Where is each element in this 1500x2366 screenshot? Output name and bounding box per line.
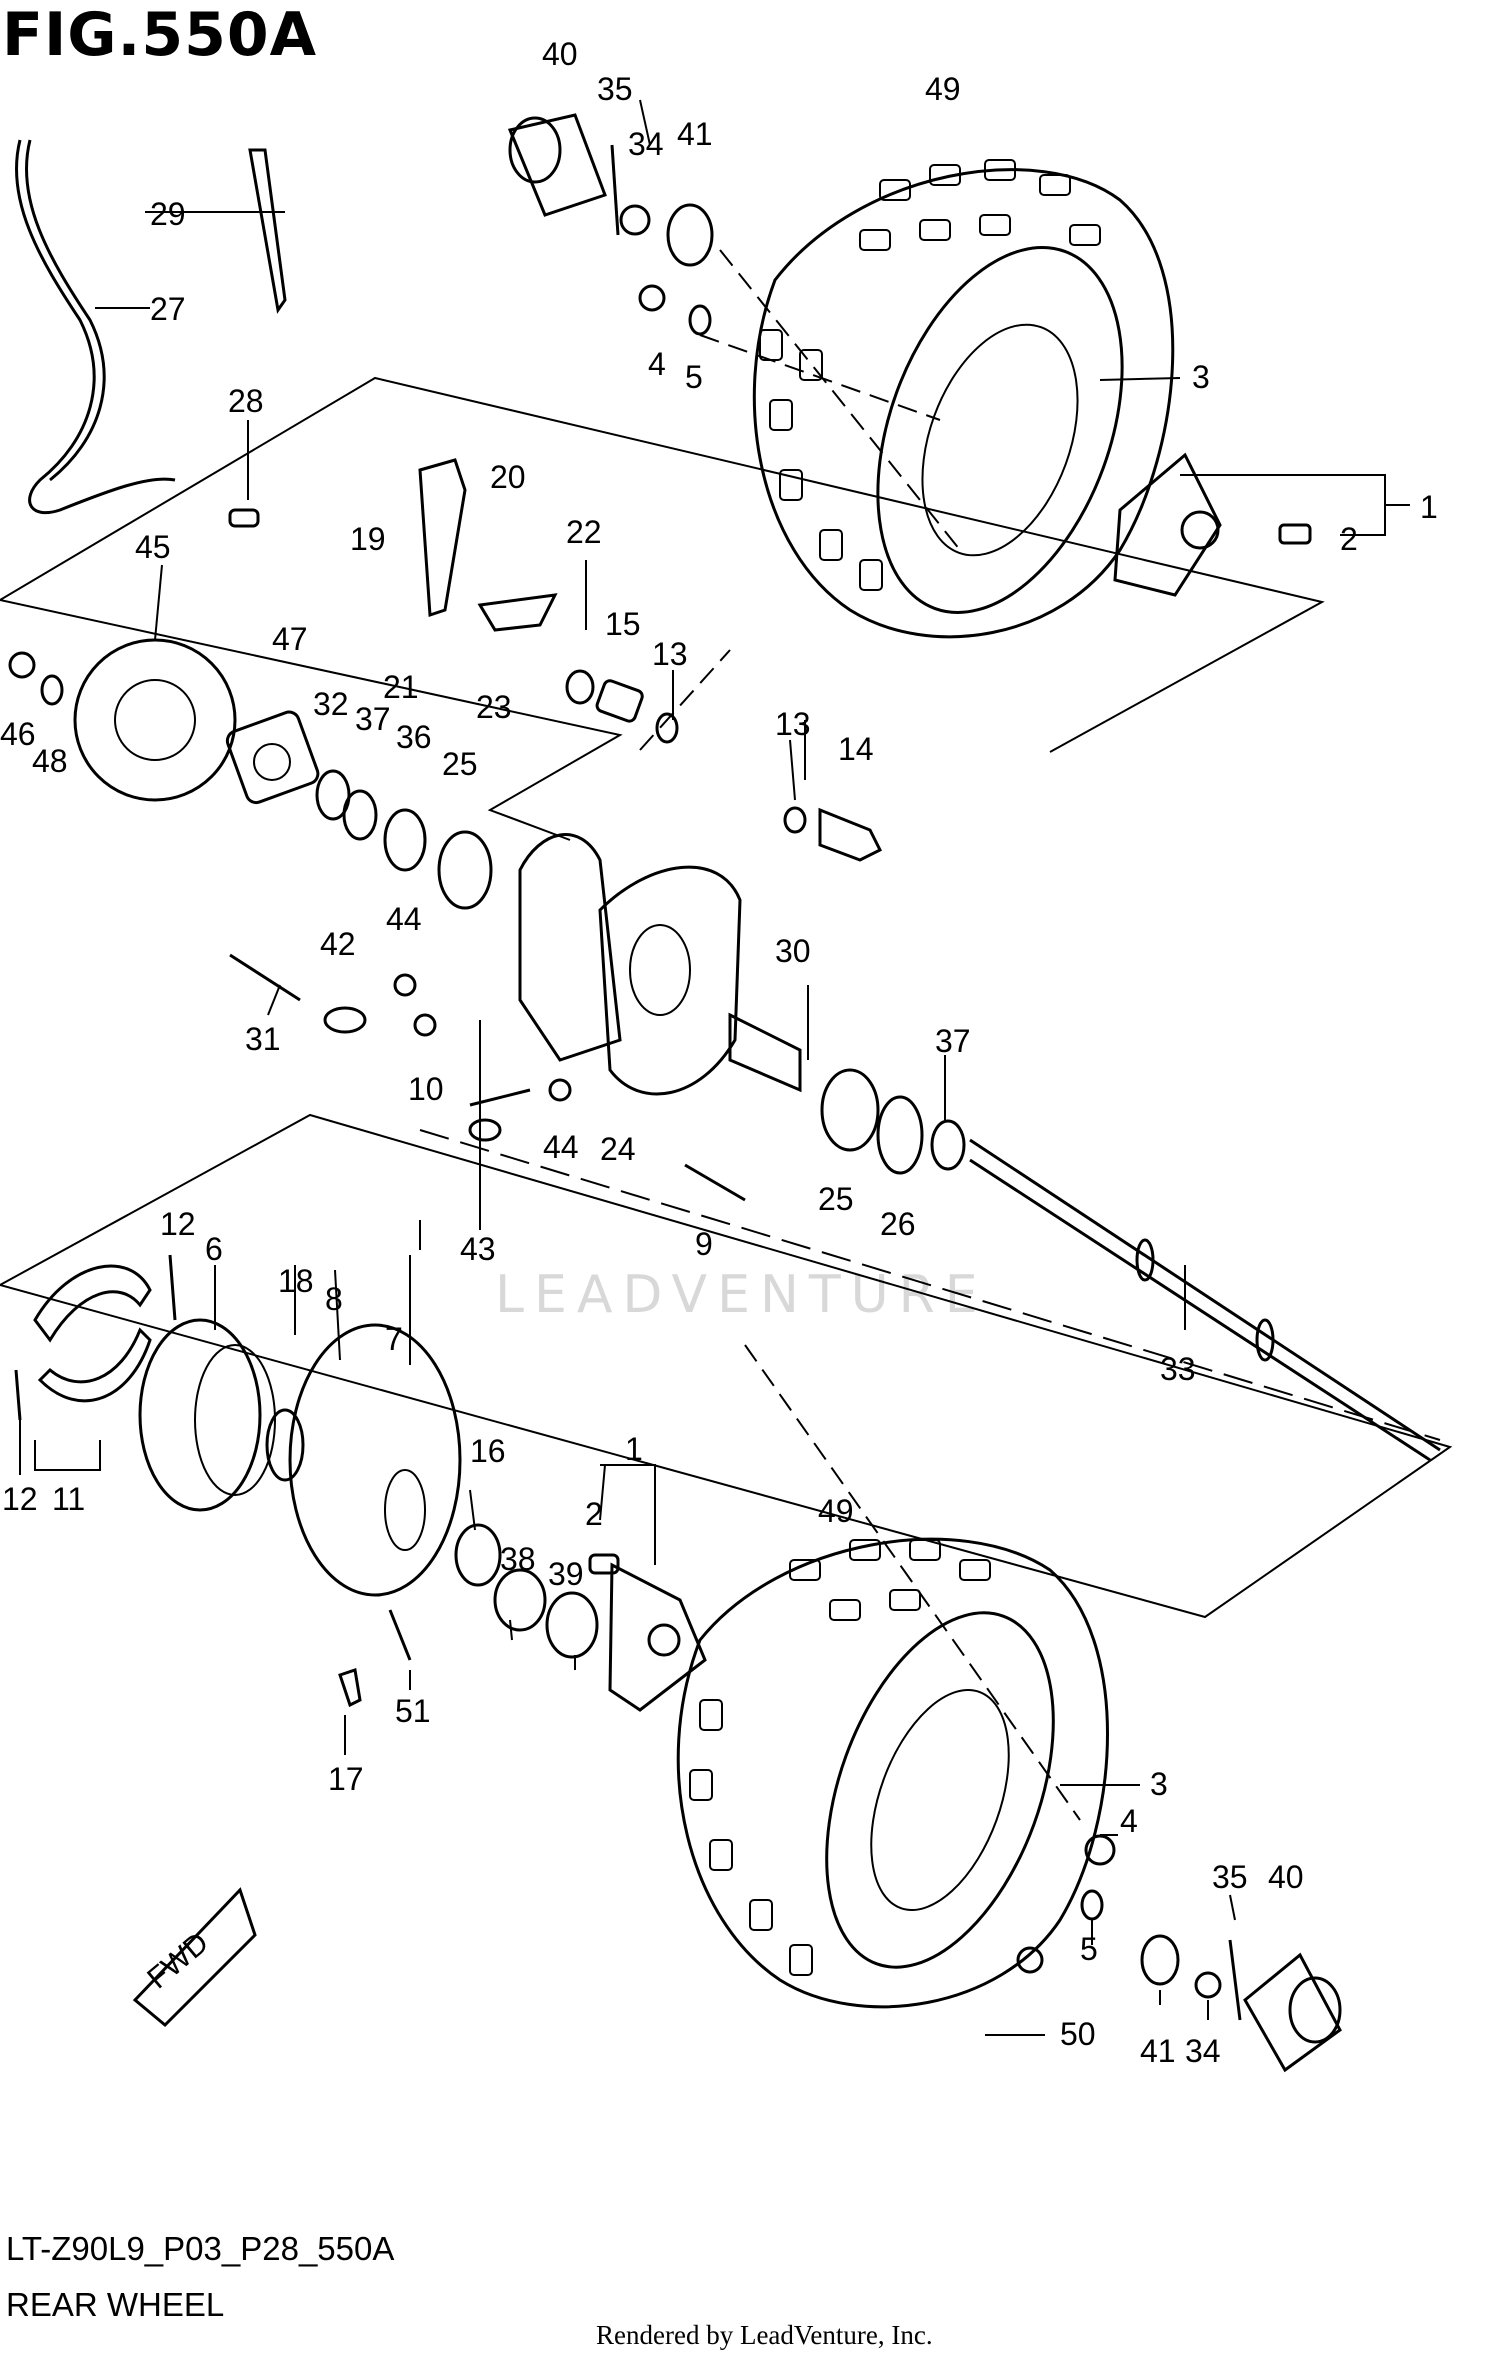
- callout-5b: 5: [1080, 1931, 1098, 1967]
- callout-1b: 1: [625, 1431, 643, 1467]
- callout-34a: 34: [628, 126, 664, 162]
- callout-14: 14: [838, 731, 874, 767]
- render-credit: Rendered by LeadVenture, Inc.: [596, 2320, 933, 2350]
- callout-10: 10: [408, 1071, 444, 1107]
- tire-tread-blocks: [759, 159, 1101, 591]
- callout-9: 9: [695, 1226, 713, 1262]
- leader-lines: [19, 99, 1410, 2036]
- callout-2b: 2: [585, 1496, 603, 1532]
- callout-45: 45: [135, 529, 171, 565]
- callout-44a: 44: [386, 901, 422, 937]
- callout-4: 4: [648, 346, 666, 382]
- callout-3b: 3: [1150, 1766, 1168, 1802]
- axle-housing-and-caliper: [229, 458, 746, 1202]
- brake-drum-assembly: [14, 1254, 620, 1708]
- callout-35a: 35: [597, 71, 633, 107]
- callout-41b: 41: [1140, 2033, 1176, 2069]
- callout-51: 51: [395, 1693, 431, 1729]
- callout-40a: 40: [542, 36, 578, 72]
- callout-43: 43: [460, 1231, 496, 1267]
- callout-49a: 49: [925, 71, 961, 107]
- callout-8: 8: [325, 1281, 343, 1317]
- callout-49b: 49: [818, 1493, 854, 1529]
- top-rear-wheel-tire: [752, 159, 1175, 639]
- callout-50: 50: [1060, 2016, 1096, 2052]
- callout-17: 17: [328, 1761, 364, 1797]
- callout-24: 24: [600, 1131, 636, 1167]
- figure-title: FIG.550A: [2, 0, 318, 70]
- axle-and-bearings: [728, 806, 1441, 1462]
- callout-7: 7: [385, 1321, 403, 1357]
- callout-21: 21: [383, 669, 419, 705]
- callout-labels: 1 2 3 4 5 6 7 8 9 10 11 12 12 13 13 14 1…: [0, 36, 1438, 2069]
- callout-38: 38: [500, 1541, 536, 1577]
- callout-16: 16: [470, 1433, 506, 1469]
- callout-34b: 34: [1185, 2033, 1221, 2069]
- watermark: LEADVENTURE: [495, 1265, 988, 1325]
- callout-28: 28: [228, 383, 264, 419]
- callout-1: 1: [1420, 489, 1438, 525]
- callout-37b: 37: [935, 1023, 971, 1059]
- callout-27: 27: [150, 291, 186, 327]
- callout-48: 48: [32, 743, 68, 779]
- callout-29: 29: [150, 196, 186, 232]
- callout-25a: 25: [442, 746, 478, 782]
- callout-22: 22: [566, 514, 602, 550]
- callout-25b: 25: [818, 1181, 854, 1217]
- callout-20: 20: [490, 459, 526, 495]
- callout-46: 46: [0, 716, 36, 752]
- callout-40b: 40: [1268, 1859, 1304, 1895]
- callout-18: 18: [278, 1263, 314, 1299]
- callout-47: 47: [272, 621, 308, 657]
- tire-tread-blocks: [689, 1539, 991, 1976]
- callout-13a: 13: [652, 636, 688, 672]
- callout-19: 19: [350, 521, 386, 557]
- callout-30: 30: [775, 933, 811, 969]
- assembly-outline: [0, 249, 1453, 1821]
- callout-15: 15: [605, 606, 641, 642]
- callout-5: 5: [685, 359, 703, 395]
- callout-6: 6: [205, 1231, 223, 1267]
- callout-37a: 37: [355, 701, 391, 737]
- figure-caption: REAR WHEEL: [6, 2286, 225, 2323]
- bottom-rear-wheel-tire: [676, 1537, 1109, 2009]
- callout-26: 26: [880, 1206, 916, 1242]
- callout-12b: 12: [2, 1481, 38, 1517]
- callout-4b: 4: [1120, 1803, 1138, 1839]
- forward-direction-arrow: FWD: [132, 1887, 257, 2028]
- callout-3: 3: [1192, 359, 1210, 395]
- top-hub-parts: [507, 113, 1312, 597]
- callout-11: 11: [52, 1481, 85, 1517]
- callout-23: 23: [476, 689, 512, 725]
- callout-33: 33: [1160, 1351, 1196, 1387]
- callout-41a: 41: [677, 116, 713, 152]
- callout-35b: 35: [1212, 1859, 1248, 1895]
- callout-2: 2: [1340, 521, 1358, 557]
- brake-hose-and-sprocket: [8, 139, 320, 805]
- callout-13b: 13: [775, 706, 811, 742]
- callout-39: 39: [548, 1556, 584, 1592]
- callout-12a: 12: [160, 1206, 196, 1242]
- model-code: LT-Z90L9_P03_P28_550A: [6, 2230, 395, 2267]
- bottom-hub-parts: [608, 1562, 1342, 2073]
- callout-44b: 44: [543, 1129, 579, 1165]
- callout-32: 32: [313, 686, 349, 722]
- callout-36: 36: [396, 719, 432, 755]
- callout-31: 31: [245, 1021, 281, 1057]
- callout-42: 42: [320, 926, 356, 962]
